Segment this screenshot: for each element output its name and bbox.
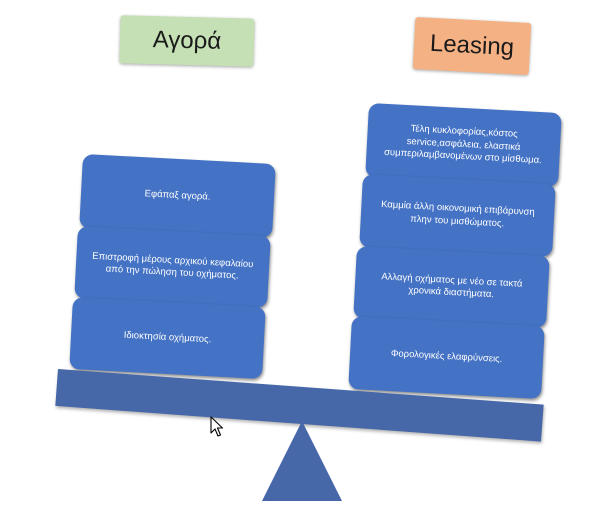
leasing-card-vehicle-renewal-text: Αλλαγή οχήματος με νέο σε τακτά χρονικά … (381, 270, 523, 301)
purchase-title-label: Αγορά (152, 26, 222, 55)
leasing-card-tax-relief: Φορολογικές ελαφρύνσεις. (348, 315, 545, 400)
leasing-card-vehicle-renewal: Αλλαγή οχήματος με νέο σε τακτά χρονικά … (353, 245, 550, 329)
leasing-title-label: Leasing (429, 29, 515, 62)
purchase-title: Αγορά (119, 15, 255, 67)
scale-fulcrum (262, 421, 342, 501)
fulcrum-triangle (262, 421, 342, 501)
purchase-card-one-time-text: Εφάπαξ αγορά. (144, 188, 211, 203)
leasing-card-tax-relief-text: Φορολογικές ελαφρύνσεις. (390, 348, 503, 366)
purchase-card-ownership: Ιδιοκτησία οχήματος. (69, 296, 266, 380)
purchase-card-capital-return-text: Επιστροφή μέρους αρχικού κεφαλαίου από τ… (92, 250, 254, 282)
leasing-title: Leasing (412, 17, 532, 75)
mouse-pointer-icon (210, 416, 224, 437)
leasing-card-no-other-charge: Καμμία άλλη οικονομική επιβάρυνση πλην τ… (359, 173, 556, 258)
purchase-card-ownership-text: Ιδιοκτησία οχήματος. (123, 329, 212, 346)
purchase-card-capital-return: Επιστροφή μέρους αρχικού κεφαλαίου από τ… (74, 225, 271, 309)
purchase-card-one-time: Εφάπαξ αγορά. (79, 154, 276, 238)
leasing-card-no-other-charge-text: Καμμία άλλη οικονομική επιβάρυνση πλην τ… (380, 198, 535, 229)
leasing-card-costs-included: Τέλη κυκλοφορίας,κόστος service,ασφάλεια… (365, 103, 562, 187)
leasing-card-costs-included-text: Τέλη κυκλοφορίας,κόστος service,ασφάλεια… (383, 123, 542, 167)
